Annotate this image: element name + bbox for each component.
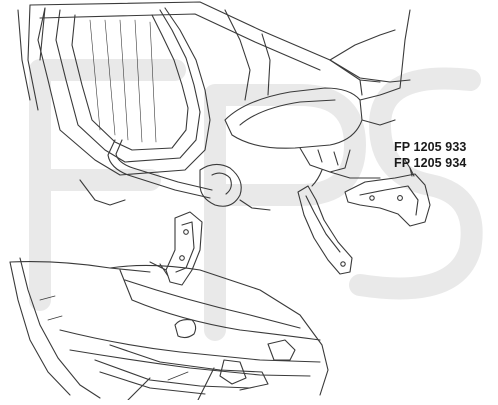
watermark-logo — [29, 59, 483, 341]
headlight-fender — [224, 9, 411, 173]
bracket-middle — [297, 169, 353, 275]
bracket-left — [149, 211, 203, 286]
radiator-frame — [17, 1, 381, 176]
bracket-right — [344, 159, 431, 227]
part-number-label: FP 1205 934 — [394, 156, 467, 170]
part-number-label: FP 1205 933 — [394, 140, 467, 154]
hoses — [107, 139, 242, 207]
body-panel-right — [79, 59, 411, 211]
front-bumper — [9, 257, 329, 401]
